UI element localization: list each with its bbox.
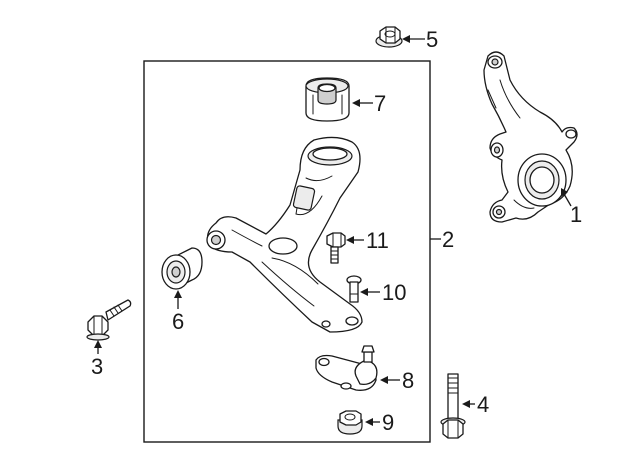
part-9-nut[interactable] xyxy=(337,410,363,435)
arrow-1-icon xyxy=(561,188,568,197)
arrow-9-icon xyxy=(365,418,373,426)
callout-11: 11 xyxy=(366,228,389,253)
callout-5: 5 xyxy=(426,27,438,52)
callout-2: 2 xyxy=(442,227,454,252)
leader-1 xyxy=(563,193,572,207)
callout-4: 4 xyxy=(477,392,489,417)
part-3-bolt[interactable] xyxy=(86,299,132,341)
arrow-5-icon xyxy=(402,35,410,43)
callout-3: 3 xyxy=(91,354,103,379)
assembly-frame xyxy=(143,60,431,443)
arrow-10-icon xyxy=(360,288,368,296)
part-1-steering-knuckle[interactable] xyxy=(483,51,578,223)
arrow-7-icon xyxy=(352,99,360,107)
part-8-ball-joint[interactable] xyxy=(315,345,378,391)
callout-8: 8 xyxy=(402,368,414,393)
callout-10: 10 xyxy=(382,280,406,305)
callout-7: 7 xyxy=(374,91,386,116)
callout-6: 6 xyxy=(172,309,184,334)
arrow-6-icon xyxy=(174,290,182,298)
part-10-bolt[interactable] xyxy=(346,275,362,303)
part-5-flange-nut[interactable] xyxy=(375,26,403,48)
callout-1: 1 xyxy=(570,202,582,227)
arrow-3-icon xyxy=(94,340,102,348)
part-2-lower-control-arm[interactable] xyxy=(206,136,363,333)
part-11-bolt[interactable] xyxy=(326,232,346,264)
part-4-bolt[interactable] xyxy=(440,373,466,439)
arrow-8-icon xyxy=(380,376,388,384)
part-7-rear-bushing[interactable] xyxy=(305,77,350,122)
arrow-11-icon xyxy=(346,236,354,244)
part-6-front-bushing[interactable] xyxy=(161,247,203,290)
callout-9: 9 xyxy=(382,410,394,435)
arrow-4-icon xyxy=(462,400,470,408)
